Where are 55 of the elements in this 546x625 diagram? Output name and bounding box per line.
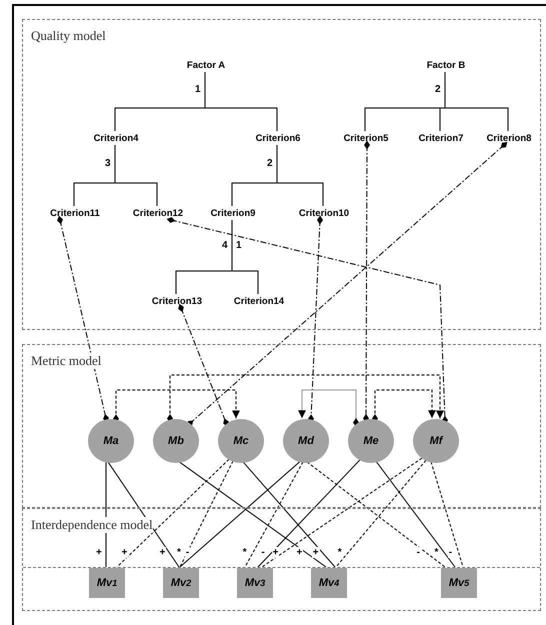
tree-node-label: Criterion11: [44, 207, 106, 221]
tree-node-label: Criterion8: [478, 132, 540, 146]
edge-label: 2: [266, 158, 274, 169]
connector-line: [180, 460, 300, 568]
metric-circle: Ma: [88, 419, 134, 463]
tree-connector: [232, 220, 258, 294]
metric-circle: Mf: [413, 419, 459, 463]
connector-line: [116, 458, 230, 568]
metric-circle: Md: [283, 419, 329, 463]
tree-node-label: Criterion12: [127, 207, 189, 221]
tree-node-label: Factor B: [415, 59, 477, 73]
edge-label: -: [184, 547, 190, 558]
arrow: [298, 390, 359, 428]
connector-line: [178, 461, 326, 568]
connector-line: [306, 461, 446, 568]
panel-title: Metric model: [31, 353, 102, 369]
edge-label: 3: [104, 158, 112, 169]
tree-node-label: Criterion13: [146, 295, 208, 309]
tree-node-label: Criterion4: [85, 132, 147, 146]
dash-dot-connector: [178, 304, 229, 427]
model-panel: [22, 344, 541, 508]
panel-title: Quality model: [31, 28, 106, 44]
connector-line: [180, 460, 234, 568]
tree-node-label: Criterion14: [228, 295, 290, 309]
tree-connector: [444, 72, 508, 132]
edge-label: 1: [194, 84, 202, 95]
tree-connector: [276, 144, 324, 206]
connector-line: [430, 461, 464, 568]
edge-label: 2: [434, 84, 442, 95]
panel-title: Interdependence model: [31, 517, 153, 533]
edge-label: +: [120, 547, 128, 558]
connector-line: [108, 461, 180, 568]
metric-circle: Mc: [218, 419, 264, 463]
edge-label: +: [272, 547, 280, 558]
tree-node-label: Factor A: [175, 59, 237, 73]
tree-node-label: Criterion5: [335, 132, 397, 146]
model-panel: [22, 508, 541, 611]
edge-label: 1: [235, 240, 243, 250]
tree-connector: [204, 72, 278, 132]
connector-line: [376, 460, 456, 568]
metric-circle: Me: [348, 419, 394, 463]
tree-connector: [114, 144, 158, 206]
connector-line: [262, 458, 422, 568]
edge-label: 4: [221, 240, 229, 250]
tree-node-label: Criterion10: [293, 207, 355, 221]
connector-line: [258, 459, 360, 568]
connector-line: [242, 461, 336, 568]
dash-dot-connector: [186, 142, 508, 426]
tree-node-label: Criterion9: [202, 207, 264, 221]
tree-node-label: Criterion6: [247, 132, 309, 146]
metric-circle: Mb: [153, 419, 199, 463]
connector-line: [336, 460, 426, 568]
connector-line: [244, 461, 304, 568]
tree-node-label: Criterion7: [410, 132, 472, 146]
edge-label: +: [312, 547, 320, 558]
